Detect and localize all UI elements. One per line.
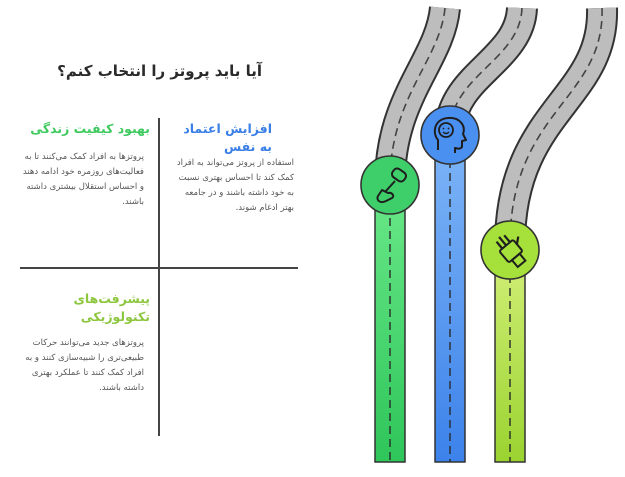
quadrant-text-self-confidence: استفاده از پروتز می‌تواند به افراد کمک ک… — [176, 158, 294, 213]
road-green — [374, 179, 406, 463]
road-blue — [434, 129, 466, 463]
vertical-divider — [158, 118, 160, 436]
quadrant-title-quality-of-life: بهبود کیفیت زندگی — [30, 121, 150, 136]
page-title: آیا باید پروتز را انتخاب کنم؟ — [57, 62, 262, 80]
head-smile-icon — [420, 105, 480, 165]
horizontal-divider — [20, 267, 298, 269]
quadrant-title-technology: پیشرفت‌های تکنولوژیکی — [73, 291, 150, 324]
robotic-hand-icon — [480, 220, 540, 280]
prosthetic-leg-icon — [360, 155, 420, 215]
quadrant-title-self-confidence: افزایش اعتماد به نفس — [183, 121, 272, 154]
quadrant-text-technology: پروتزهای جدید می‌توانند حرکات طبیعی‌تری … — [25, 338, 144, 393]
road-lime-grey — [494, 7, 619, 246]
quadrant-text-quality-of-life: پروتزها به افراد کمک می‌کنند تا به فعالی… — [22, 152, 144, 207]
road-green-grey — [374, 5, 461, 179]
